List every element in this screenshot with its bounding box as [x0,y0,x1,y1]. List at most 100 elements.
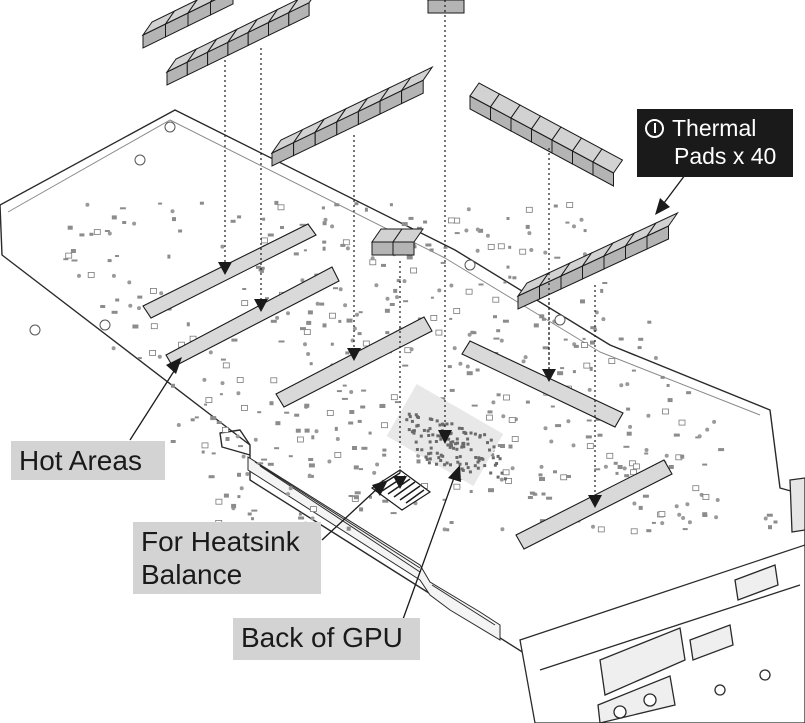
gpu-solder-dot [466,442,470,446]
via-pad [442,527,447,532]
chip-component [447,217,455,224]
io-bracket [519,477,805,723]
smd-component [158,202,163,205]
smd-component [512,276,517,280]
gpu-solder-dot [447,437,451,441]
hot-area-strip-4 [461,340,624,428]
via-pad [763,516,768,521]
back-of-gpu-arrow-head [448,465,461,482]
gpu-solder-dot [455,447,459,451]
chip-component [487,243,495,250]
gpu-solder-dot [469,448,473,452]
via-pad [619,383,624,388]
via-pad [632,501,637,506]
via-pad [176,423,181,427]
gpu-solder-dot [425,457,429,461]
chip-component [485,414,493,421]
via-pad [395,295,399,300]
gpu-solder-dot [422,428,426,432]
gpu-solder-dot [500,471,504,475]
chip-component [221,426,229,433]
via-pad [170,209,175,214]
smd-component [600,288,604,293]
gpu-solder-dot [483,464,487,468]
via-pad [77,273,81,278]
smd-component [478,228,484,233]
info-icon [645,118,664,138]
via-pad [375,462,380,467]
gpu-solder-dot [460,427,464,430]
smd-component [238,445,243,448]
smd-component [293,252,299,256]
smd-component [385,331,390,335]
gpu-solder-dot [478,435,482,439]
smd-component [393,288,398,293]
smd-component [303,249,307,252]
thermal-pads-line2: Pads x 40 [674,143,777,169]
smd-component [361,389,367,392]
smd-component [668,465,674,469]
via-pad [646,413,651,418]
gpu-solder-dot [461,441,465,445]
via-pad [466,207,471,212]
via-pad [539,464,544,469]
via-pad [306,352,311,356]
via-pad [628,424,633,429]
gpu-solder-dot [449,463,452,467]
mounting-hole [554,314,566,326]
smd-component [330,342,334,346]
via-pad [587,387,592,392]
gpu-solder-dot [429,446,433,450]
gpu-solder-dot [456,441,459,445]
thermal-pad-front [371,241,394,256]
thermal-pad-front [210,0,234,16]
chip-component [692,485,700,492]
gpu-solder-dot [431,433,435,437]
gpu-solder-dot [429,451,433,455]
smd-component [702,463,708,466]
smd-component [342,384,347,387]
chip-component [215,498,223,505]
gpu-solder-dot [428,440,432,444]
smd-component [406,255,413,260]
chip-component [270,377,278,384]
gpu-solder-dot [503,477,507,481]
arrow-head-3 [347,348,361,361]
smd-component [646,529,652,533]
thermal-pad-top [287,0,312,14]
smd-component [500,444,505,448]
via-pad [681,516,686,520]
via-pad [601,317,606,322]
thermal-pad-front [427,0,465,14]
via-pad [303,342,307,347]
gpu-solder-dot [473,464,477,468]
via-pad [137,306,141,311]
gpu-solder-dot [464,432,468,435]
chip-component [410,267,418,274]
smd-component [170,440,176,443]
thermal-pad-rows [141,0,679,310]
arrow-head-1 [218,262,232,275]
via-pad [449,283,454,288]
smd-component [220,358,226,361]
smd-component [586,419,592,422]
smd-component [471,331,477,335]
smd-component [624,474,630,478]
smd-component [178,229,183,233]
gpu-solder-dot [488,448,491,452]
smd-component [525,224,530,229]
chip-component [630,469,637,476]
gpu-solder-dot [452,446,456,450]
via-pad [543,426,548,431]
via-pad [465,364,470,369]
gpu-solder-dot [473,432,477,436]
smd-component [115,255,119,257]
arrow-head-4 [393,476,407,489]
hot-area-strip-1 [142,223,317,319]
smd-component [449,521,454,524]
smd-component [274,200,279,205]
via-pad [510,466,515,471]
thermal-pad-top [392,228,424,243]
mounting-hole [29,324,41,336]
gpu-solder-dot [435,451,439,455]
